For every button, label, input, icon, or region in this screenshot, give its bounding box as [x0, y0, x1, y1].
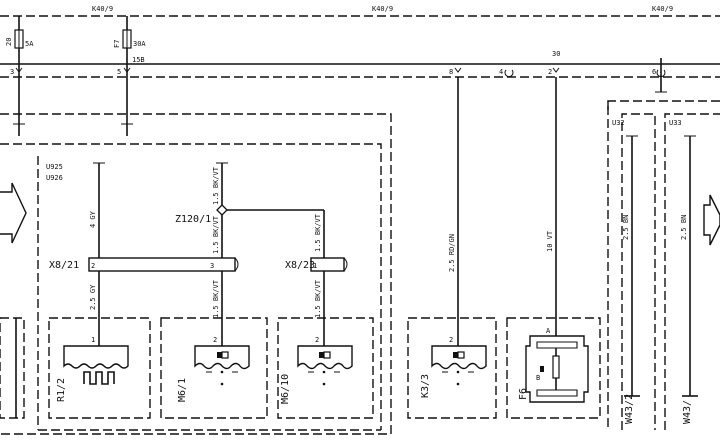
r1-pin-1: 1 [91, 336, 95, 344]
fuse-20: 20 5A 3 [5, 16, 34, 136]
pin-arrow [552, 67, 560, 73]
wire-bkvt-low2-label: 1.5 BK/VT [314, 279, 322, 318]
splice-z120-1: Z120/1 [175, 204, 324, 225]
group-u926: U926 [46, 174, 63, 182]
wire-bkvt-m6-1: 1.5 BK/VT 1.5 BK/VT 1.5 BK/VT [212, 162, 228, 342]
w43-2-label: W43/2 [624, 394, 635, 424]
fuse-f7-pin: 5 [117, 68, 121, 76]
group-u925: U925 [46, 163, 63, 171]
wire-bkvt-mid-label: 1.5 BK/VT [212, 215, 220, 254]
wire-bkvt-low1-label: 1.5 BK/VT [212, 279, 220, 318]
m6-10-pin-2: 2 [315, 336, 319, 344]
f6-fuse-symbol: A B F6 [518, 327, 589, 403]
wire-u32: 2.5 BN W43/2 [622, 135, 640, 424]
wire-bkvt-top-label: 1.5 BK/VT [212, 166, 220, 205]
wire-gy-low-label: 2.5 GY [89, 284, 97, 310]
k3-3-pin-2: 2 [449, 336, 453, 344]
wire-k33: 2.5 RD/GN [448, 77, 459, 342]
wire-bkvt-m6-10: 1.5 BK/VT 1.5 BK/VT [314, 210, 325, 342]
group-u33: U33 [669, 119, 682, 127]
f6-plug: 30 [552, 50, 560, 58]
connector-x8-21-label: X8/21 [49, 260, 79, 271]
splice-z120-1-label: Z120/1 [175, 214, 211, 225]
fuse-f7-plug: 15B [132, 56, 145, 64]
k33-pin: 8 [449, 68, 453, 76]
wire-u33-label: 2.5 BN [680, 215, 688, 240]
k40-label-left: K40/9 [92, 5, 113, 13]
f6-label: F6 [518, 388, 529, 400]
k40-connector-bar: K40/9 K40/9 K40/9 [0, 5, 720, 78]
m6-10-label: M6/10 [280, 374, 291, 404]
r1-2-heater-symbol: 1 R1/2 [56, 336, 129, 402]
center-pin-4: 4 [499, 68, 503, 76]
wire-gy-top-label: 4 GY [89, 210, 97, 228]
pin-arrow [454, 67, 462, 73]
fuse-20-id: 20 [5, 38, 13, 46]
w43-3-label: W43/ [682, 400, 693, 424]
f6-mark-a: A [546, 327, 551, 335]
page-continue-right-arrow-icon [703, 194, 720, 246]
wire-u32-label: 2.5 BN [622, 215, 630, 240]
k3-3-symbol: 2 K3/3 [420, 336, 487, 398]
k40-label-center: K40/9 [372, 5, 393, 13]
m6-1-label: M6/1 [177, 378, 188, 402]
connector-x8-23: X8/23 1 [285, 257, 348, 272]
f6-mark-b: B [536, 374, 540, 382]
connector-x8-21-pin-left: 2 [91, 262, 95, 270]
m6-10-motor-symbol: 2 M6/10 [280, 336, 353, 404]
connector-x8-21: X8/21 2 3 [49, 257, 239, 272]
pin-arrow [123, 67, 131, 73]
group-u32: U32 [612, 119, 625, 127]
wire-f6-label: 10 VT [546, 230, 554, 252]
f6-pin: 2 [548, 68, 552, 76]
connector-x8-23-pin: 1 [313, 262, 317, 270]
pin-socket-mark [504, 69, 514, 78]
component-boxes [0, 317, 601, 419]
connector-x8-23-label: X8/23 [285, 260, 315, 271]
connector-x8-21-pin-right: 3 [210, 262, 214, 270]
fuse-f7-rating: 30A [133, 40, 146, 48]
fuse-20-rating: 5A [25, 40, 34, 48]
enclosure-outlines [0, 100, 720, 435]
m6-1-pin-2: 2 [213, 336, 217, 344]
wire-k33-label: 2.5 RD/GN [448, 234, 456, 272]
page-continue-left-arrow-icon [0, 182, 27, 244]
k40-label-right: K40/9 [652, 5, 673, 13]
wire-f6: 10 VT [546, 77, 557, 336]
k3-3-label: K3/3 [420, 374, 431, 398]
wire-gy: 4 GY 2.5 GY [89, 162, 105, 342]
fuse-f7-id: F7 [113, 40, 121, 48]
wire-bkvt-right-label: 1.5 BK/VT [314, 213, 322, 252]
pin-arrow [15, 67, 23, 73]
m6-1-motor-symbol: 2 M6/1 [177, 336, 250, 402]
r1-2-label: R1/2 [56, 378, 67, 402]
right-pin-6: 6 [652, 68, 656, 76]
wire-u33: 2.5 BN W43/ [680, 135, 698, 424]
fuse-f7: F7 30A 5 15B [113, 16, 146, 136]
fuse-20-pin: 3 [10, 68, 14, 76]
